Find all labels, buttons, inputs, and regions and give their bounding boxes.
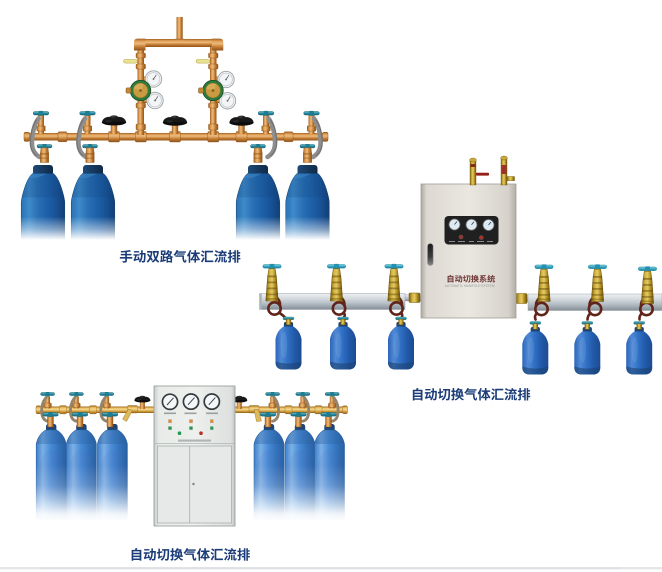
svg-text:AUTOMATIC MANIFOLD SYSTEM: AUTOMATIC MANIFOLD SYSTEM	[445, 284, 495, 288]
